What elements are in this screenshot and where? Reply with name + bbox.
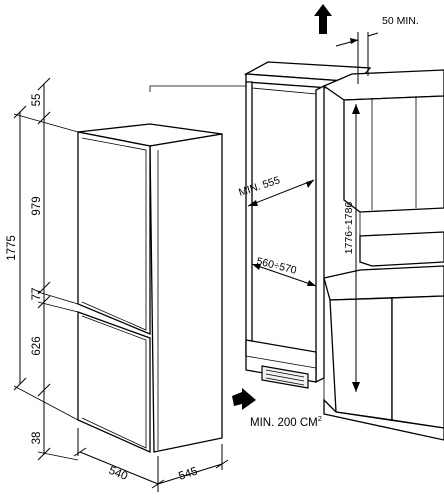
niche-width-line [251,263,317,287]
mid-shelf [359,231,444,267]
left-dimensions: 55 1775 979 77 626 38 [6,77,79,461]
fridge-body [77,123,223,454]
extension-line [13,385,79,421]
up-arrow-icon [314,4,332,34]
arrowhead [352,104,360,114]
extension-line [37,291,79,305]
dim-niche-width: 560÷570 [255,255,298,277]
tick [37,111,51,125]
plinth [323,398,444,441]
dim-door-gap: 77 [31,288,43,301]
depth-line [157,463,223,485]
niche-depth-line [247,179,315,207]
upper-cabinet-top [322,69,444,101]
extension-line [37,301,79,313]
tick [37,77,51,91]
extension-line [13,113,79,133]
dim-niche-height: 1776÷1786 [343,202,355,255]
upper-door-inner [81,137,147,331]
ventilation-top: 50 MIN. [314,4,419,84]
vent-bottom-value: MIN. 200 CM [250,417,318,429]
base-cabinet-door-1 [329,297,393,421]
right-arrow-icon [232,388,256,410]
dim-depth: 545 [177,466,199,483]
arrowhead [248,200,258,206]
vent-slat [265,373,305,382]
tick [151,479,165,489]
worktop [323,265,444,301]
width-line [79,451,159,485]
vent-bottom-sup: 2 [318,414,322,423]
niche-floor-edge [245,355,317,369]
tick [37,383,51,397]
vent-top-label: 50 MIN. [382,15,419,27]
tick [215,459,229,469]
niche-back [251,87,317,352]
upper-cabinet-front [343,95,444,213]
arrowhead [306,180,314,188]
gap-arrow-line [367,32,379,37]
lower-door-inner [81,315,147,449]
dim-lower-door: 626 [31,336,43,355]
dim-width: 540 [107,465,129,483]
wall-outline [149,85,246,92]
niche-left-panel [245,81,253,362]
ventilation-bottom: MIN. 200 CM2 [232,388,322,429]
dim-upper-door: 979 [31,196,43,215]
fridge-lower-door [77,311,151,454]
vent-slat [265,377,305,386]
vent-slat [265,369,305,378]
tick [37,447,51,461]
tick [13,377,27,391]
fridge-side [149,133,223,453]
arrowhead [307,280,316,286]
vent-bottom-label: MIN. 200 CM2 [250,414,322,429]
cabinet-outline [149,61,444,441]
arrowhead [352,382,360,392]
bottom-dimensions: 540 545 [73,428,229,492]
arrowhead [252,264,261,270]
tick [37,295,51,309]
base-cabinet-door-2 [391,295,444,429]
tick [73,447,87,457]
niche-right-panel [315,84,325,384]
tick [37,281,51,295]
extension-line [37,451,79,461]
dim-top-gap: 55 [31,94,43,107]
tick [13,105,27,119]
dim-total-height: 1775 [6,235,18,261]
dim-bottom-gap: 38 [31,432,43,445]
arrowhead [350,38,358,44]
fridge-upper-door [77,131,151,335]
